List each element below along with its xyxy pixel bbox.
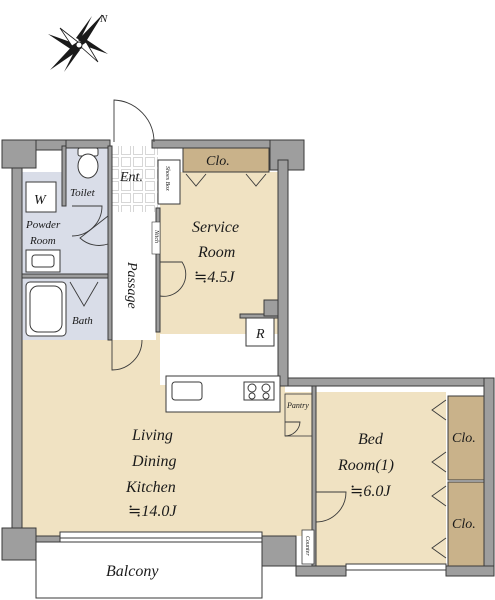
refrigerator-space [245, 317, 275, 347]
service-room-size: ≒4.5J [194, 269, 235, 286]
toilet-label: Toilet [70, 187, 96, 199]
ldk-label-line3: Kitchen [125, 479, 176, 496]
bedroom-label-line2: Room(1) [337, 457, 394, 474]
windows [59, 531, 447, 571]
refrigerator-label: R [255, 327, 265, 342]
nitch-fixture [151, 221, 161, 255]
shoes-box [157, 159, 181, 205]
washer-fixture [25, 181, 57, 213]
entrance-label: Ent. [119, 170, 143, 185]
closet-right-lower-label: Clo. [452, 517, 476, 532]
balcony-label: Balcony [106, 563, 159, 580]
closet-right-upper-label: Clo. [452, 431, 476, 446]
bathtub-fixture [25, 281, 67, 337]
powder-room-label-line1: Powder [25, 219, 61, 231]
kitchen-counter [165, 375, 281, 413]
toilet-fixture [77, 147, 99, 179]
service-room-label-line1: Service [192, 219, 239, 236]
nitch-label: Nitch [153, 229, 159, 243]
service-room-label-line2: Room [197, 244, 235, 261]
sink-fixture [25, 249, 61, 273]
closet-top-label: Clo. [206, 154, 230, 169]
ldk-label-line1: Living [131, 427, 173, 444]
closet-right-lower [447, 481, 487, 567]
powder-room-label-line2: Room [29, 235, 56, 247]
passage-label: Passage [124, 261, 139, 309]
bath-label: Bath [72, 315, 93, 327]
balcony-area [35, 541, 263, 599]
washer-label: W [34, 193, 47, 208]
closet-right-upper [447, 395, 487, 481]
ldk-floor [22, 330, 312, 536]
ldk-label-line2: Dining [131, 453, 176, 470]
bedroom-label-line1: Bed [358, 431, 384, 448]
counter-label: Counter [304, 536, 310, 556]
entrance-floor [110, 146, 158, 212]
pantry-area [284, 393, 316, 437]
compass-north-label: N [99, 13, 108, 25]
doors [69, 99, 447, 559]
pantry-label: Pantry [286, 401, 309, 410]
walls [1, 139, 495, 577]
counter-fixture [301, 529, 315, 565]
passage-floor [110, 212, 156, 340]
ldk-size: ≒14.0J [128, 503, 177, 520]
closet-top [182, 145, 270, 173]
compass-rose-icon [48, 14, 108, 72]
shoes-box-label: Shoes Box [164, 166, 170, 191]
bedroom-floor [316, 392, 446, 568]
bedroom-size: ≒6.0J [350, 483, 391, 500]
